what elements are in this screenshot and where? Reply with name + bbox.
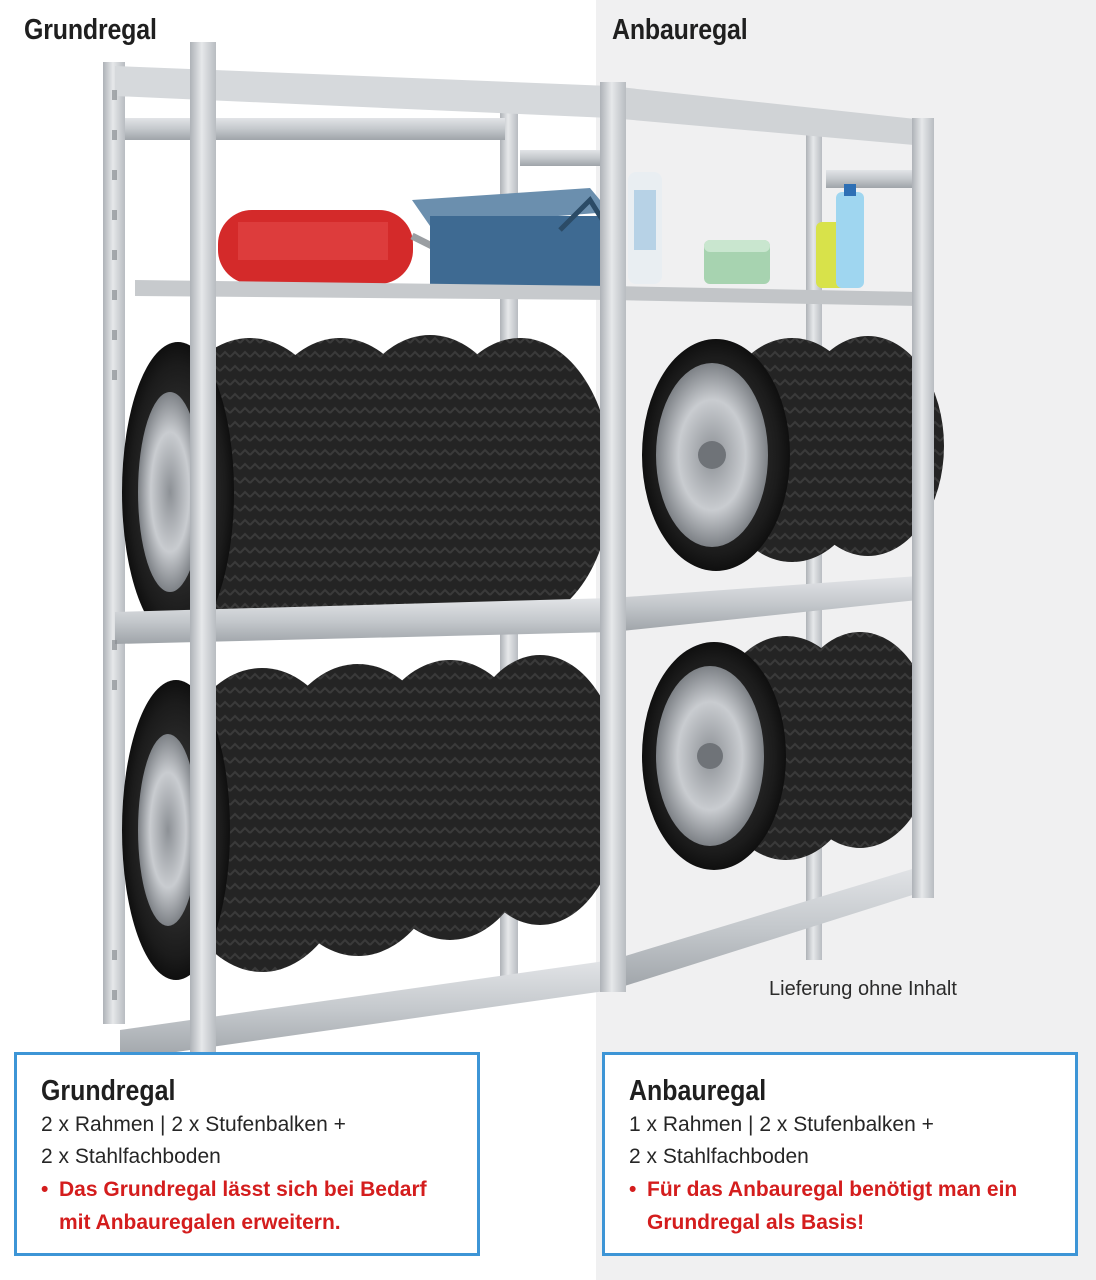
toolbox-icon <box>412 188 613 286</box>
heading-grundregal: Grundregal <box>24 14 157 46</box>
info-box-line: 2 x Stahlfachboden <box>41 1145 221 1168</box>
upper-shelf-left <box>135 280 612 300</box>
sponge-icon <box>704 240 770 284</box>
tyre-row-lower-right <box>642 632 934 870</box>
info-box-note-line: Das Grundregal lässt sich bei Bedarf <box>59 1178 427 1201</box>
info-box-note: • Für das Anbauregal benötigt man ein <box>629 1174 1075 1206</box>
middle-front-post <box>600 82 626 992</box>
info-box-line: 2 x Stahlfachboden <box>629 1145 809 1168</box>
top-shelf-right <box>610 86 925 146</box>
info-box-line: 1 x Rahmen | 2 x Stufenbalken + <box>629 1113 934 1136</box>
bottom-beam-right <box>612 866 922 990</box>
info-box-note: • Das Grundregal lässt sich bei Bedarf <box>41 1174 477 1206</box>
right-front-post <box>912 118 934 898</box>
info-box-grundregal: Grundregal 2 x Rahmen | 2 x Stufenbalken… <box>14 1052 480 1256</box>
detergent-bottle-icon <box>628 172 864 288</box>
middle-beam-left <box>115 598 612 644</box>
info-box-title: Grundregal <box>41 1075 176 1107</box>
info-box-note-line: Für das Anbauregal benötigt man ein <box>647 1178 1018 1201</box>
info-box-title: Anbauregal <box>629 1075 767 1107</box>
info-box-line: 2 x Rahmen | 2 x Stufenbalken + <box>41 1113 346 1136</box>
upper-shelf-right <box>612 286 918 306</box>
info-box-note-line: Grundregal als Basis! <box>647 1211 865 1234</box>
info-box-note-line: mit Anbauregalen erweitern. <box>59 1211 341 1234</box>
info-box-anbauregal: Anbauregal 1 x Rahmen | 2 x Stufenbalken… <box>602 1052 1078 1256</box>
tyre-row-middle-right <box>642 336 944 571</box>
top-shelf-left <box>115 66 610 118</box>
left-front-post <box>190 42 216 1082</box>
left-back-post <box>103 62 125 1024</box>
delivery-note: Lieferung ohne Inhalt <box>769 978 957 1000</box>
bottom-beam-left <box>120 960 612 1060</box>
heading-anbauregal: Anbauregal <box>612 14 748 46</box>
bullet-icon: • <box>629 1178 637 1201</box>
bullet-icon: • <box>41 1178 49 1201</box>
middle-beam-right <box>612 576 918 632</box>
